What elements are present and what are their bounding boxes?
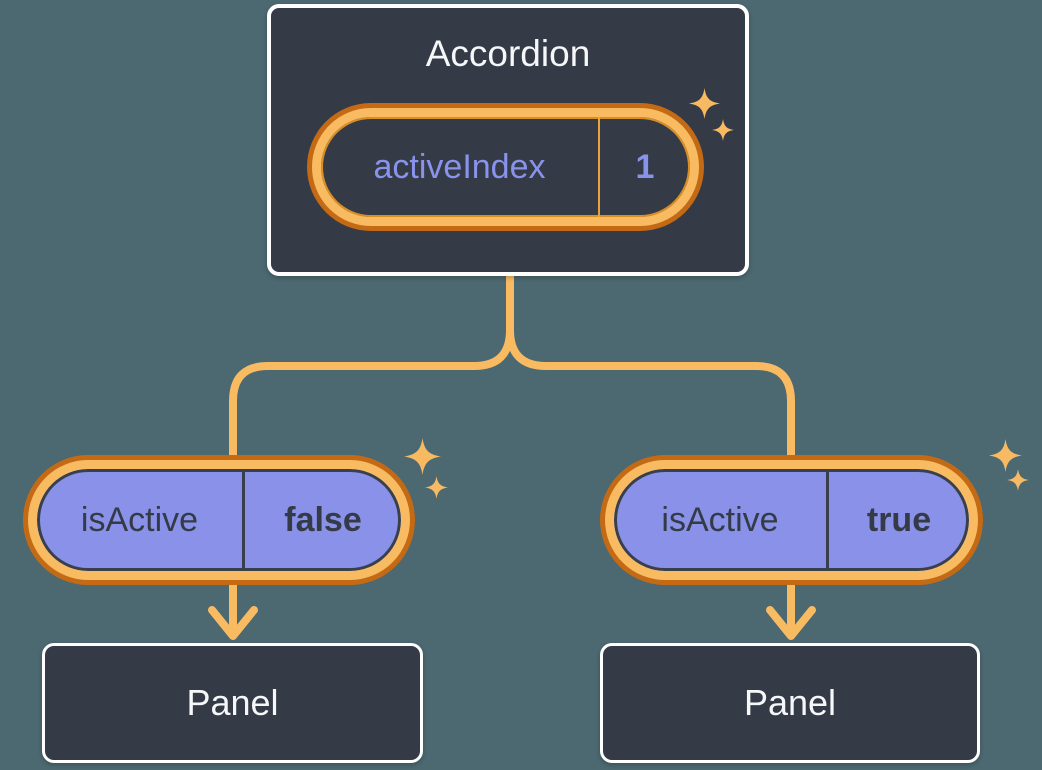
accordion-component-box: Accordion activeIndex 1 xyxy=(267,4,749,276)
panel-box-left: Panel xyxy=(42,643,423,763)
sparkle-icon-large-left xyxy=(404,438,441,475)
sparkle-icon-small-left xyxy=(425,476,448,499)
activeindex-state-pill: activeIndex 1 xyxy=(312,108,699,226)
panel-title-left: Panel xyxy=(186,682,279,723)
prop-value-left: false xyxy=(242,469,401,571)
arrow-head-left xyxy=(208,606,258,640)
prop-label-left: isActive xyxy=(80,500,199,539)
branch-line-right xyxy=(506,264,795,472)
isactive-prop-pill-left: isActive false xyxy=(28,460,410,580)
arrow-head-right xyxy=(766,606,816,640)
sparkle-icon-small-right xyxy=(1007,469,1029,491)
state-label: activeIndex xyxy=(373,147,546,186)
state-value: 1 xyxy=(598,117,690,217)
accordion-title: Accordion xyxy=(425,33,591,74)
panel-title-right: Panel xyxy=(743,682,837,723)
prop-value-right: true xyxy=(826,469,969,571)
prop-label-right: isActive xyxy=(661,500,779,539)
panel-box-right: Panel xyxy=(600,643,980,763)
isactive-prop-pill-right: isActive true xyxy=(605,460,978,580)
sparkle-icon-small-accordion xyxy=(712,119,734,141)
sparkle-icon-large-right xyxy=(989,439,1022,472)
sparkle-icon-large-accordion xyxy=(689,88,720,119)
branch-line-left xyxy=(229,264,514,472)
